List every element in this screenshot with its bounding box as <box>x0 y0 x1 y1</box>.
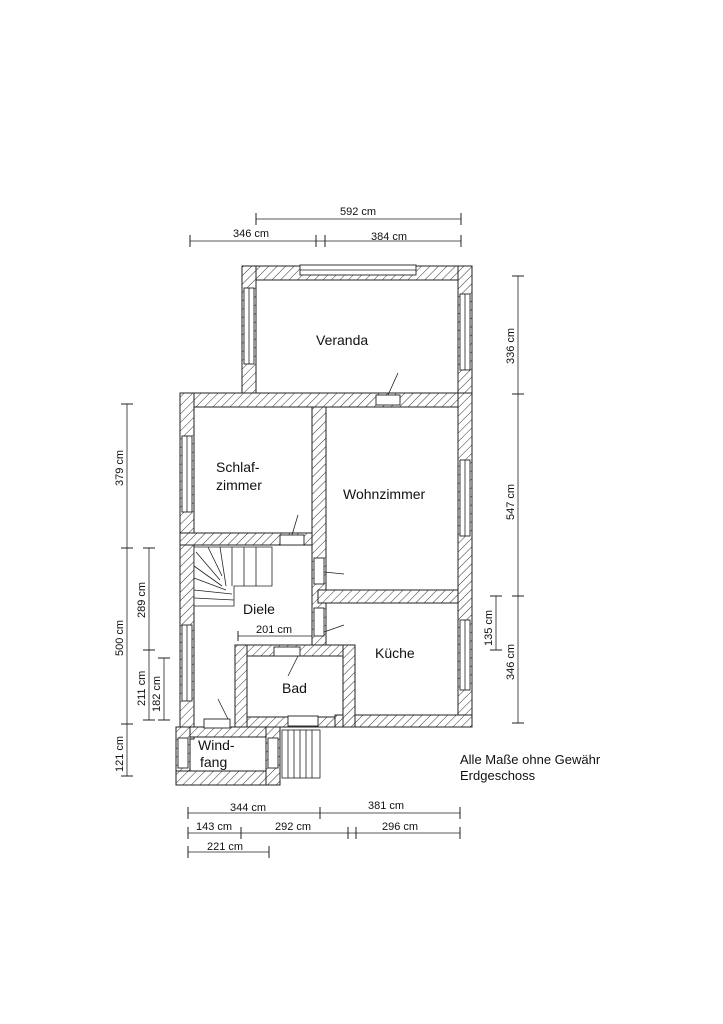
dim-label: 121 cm <box>114 736 126 772</box>
wall <box>334 714 473 728</box>
dimension-labels: 592 cm 346 cm 384 cm 336 cm 547 cm 135 c… <box>114 206 517 853</box>
room-label-diele: Diele <box>243 601 275 617</box>
wall <box>179 392 473 408</box>
dim-label: 379 cm <box>114 450 126 486</box>
dim-label: 547 cm <box>505 484 517 520</box>
floor-label: Erdgeschoss <box>460 768 536 783</box>
door <box>273 646 301 657</box>
door <box>279 534 305 546</box>
dim-label: 344 cm <box>230 802 266 814</box>
room-label-veranda: Veranda <box>316 332 368 348</box>
door <box>287 715 319 727</box>
room-labels: Veranda Schlaf- zimmer Wohnzimmer Diele … <box>198 332 426 770</box>
dim-label: 289 cm <box>136 582 148 618</box>
room-label-kueche: Küche <box>375 645 415 661</box>
room-label-windfang-line1: Wind- <box>198 737 235 753</box>
dim-label: 221 cm <box>207 841 243 853</box>
dim-label: 296 cm <box>382 821 418 833</box>
door <box>313 607 325 637</box>
wall <box>234 644 248 728</box>
dim-label: 384 cm <box>371 231 407 243</box>
dim-label: 381 cm <box>368 800 404 812</box>
entrance-steps <box>281 729 321 779</box>
dim-label: 135 cm <box>483 610 495 646</box>
wall <box>175 770 281 786</box>
door <box>313 557 325 585</box>
room-label-schlafzimmer-line2: zimmer <box>216 477 262 493</box>
window <box>177 737 189 769</box>
wall <box>179 726 277 738</box>
dim-label: 201 cm <box>256 624 292 636</box>
room-label-schlafzimmer-line1: Schlaf- <box>216 459 260 475</box>
wall <box>317 589 459 604</box>
dim-label: 182 cm <box>151 676 163 712</box>
dim-label: 211 cm <box>136 671 148 706</box>
dim-label: 500 cm <box>114 620 126 656</box>
room-label-windfang-line2: fang <box>200 754 227 770</box>
dim-label: 143 cm <box>196 821 232 833</box>
room-label-bad: Bad <box>282 680 307 696</box>
window <box>267 737 279 769</box>
door <box>203 718 231 729</box>
dim-label: 346 cm <box>505 644 517 680</box>
disclaimer-note: Alle Maße ohne Gewähr <box>460 752 601 767</box>
dim-label: 292 cm <box>275 821 311 833</box>
dim-label: 592 cm <box>340 206 376 218</box>
dimension-lines <box>121 213 524 858</box>
room-label-wohnzimmer: Wohnzimmer <box>343 486 426 502</box>
dim-label: 336 cm <box>505 328 517 364</box>
door <box>375 394 401 406</box>
staircase <box>193 546 273 607</box>
windows <box>177 264 471 769</box>
dim-label: 346 cm <box>233 228 269 240</box>
wall <box>342 644 356 728</box>
wall <box>234 716 336 728</box>
doors <box>203 372 401 729</box>
